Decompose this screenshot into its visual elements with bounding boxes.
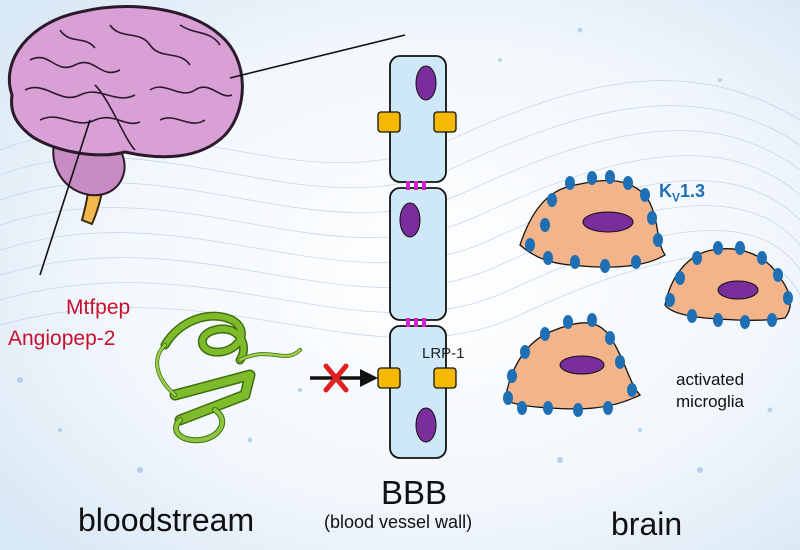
- channel-label-rest: 1.3: [680, 181, 706, 201]
- bloodstream-label: bloodstream: [78, 502, 255, 538]
- endothelial-cell-2: [389, 187, 447, 321]
- nucleus: [399, 202, 421, 238]
- zoom-line-bottom: [39, 119, 91, 276]
- microglia-cell: [519, 170, 666, 273]
- channel-label-sub: V: [672, 190, 681, 205]
- peptide-protein: [155, 311, 302, 444]
- barrier-description: (blood vessel wall): [324, 512, 473, 532]
- barrier-label: BBB: [381, 474, 448, 511]
- tight-junction: [406, 181, 426, 327]
- microglia-cell: [664, 241, 793, 329]
- brain-folds: [24, 24, 233, 151]
- vessel-wall: [377, 55, 457, 459]
- cell-label-line-2: microglia: [676, 392, 745, 411]
- receptor-label: LRP-1: [422, 345, 465, 362]
- receptor-box: [377, 367, 401, 389]
- brain-label: brain: [611, 506, 683, 542]
- cell-label-line-1: activated: [676, 370, 745, 389]
- receptor-box: [433, 111, 457, 133]
- channel-label-main: K: [659, 181, 672, 201]
- blocked-transport-arrow: [310, 363, 378, 393]
- receptor-box: [433, 367, 457, 389]
- channel-label: KV1.3: [659, 181, 705, 205]
- zoom-line-top: [229, 34, 406, 79]
- background-nodes: [17, 27, 773, 473]
- brain-illustration: [7, 5, 244, 226]
- nucleus: [415, 407, 437, 443]
- cerebrum: [7, 5, 244, 159]
- nucleus: [415, 65, 437, 101]
- microglia-cell: [503, 313, 642, 417]
- peptide-label-mtfpep: Mtfpep: [66, 296, 131, 319]
- peptide-label-angiopep: Angiopep-2: [8, 327, 116, 350]
- receptor-box: [377, 111, 401, 133]
